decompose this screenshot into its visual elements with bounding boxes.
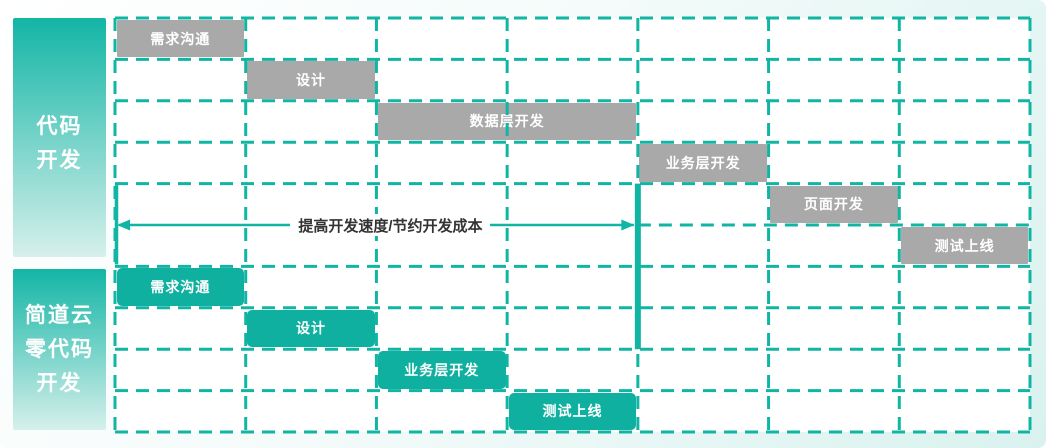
section-label-line: 零代码 <box>25 337 94 361</box>
task-bar: 测试上线 <box>900 227 1029 265</box>
task-bar: 需求沟通 <box>116 20 245 58</box>
section-label-zero-code-dev: 简道云零代码开发 <box>13 269 106 430</box>
task-bar-label: 设计 <box>296 320 327 337</box>
task-bar: 数据层开发 <box>377 102 637 141</box>
task-bar-label: 测试上线 <box>542 403 603 420</box>
task-bar-label: 业务层开发 <box>404 361 480 378</box>
task-bar-label: 设计 <box>296 72 327 89</box>
task-bar-label: 测试上线 <box>934 237 995 254</box>
section-label-code-dev: 代码开发 <box>13 18 106 257</box>
task-bar: 业务层开发 <box>639 144 768 182</box>
speed-annotation-text: 提高开发速度/节约开发成本 <box>298 217 483 235</box>
section-label-line: 开发 <box>36 148 83 172</box>
section-label-line: 开发 <box>36 371 83 395</box>
task-bar: 页面开发 <box>770 185 898 223</box>
task-bar-label: 页面开发 <box>803 196 864 213</box>
task-bar-label: 业务层开发 <box>665 154 741 171</box>
speed-annotation: 提高开发速度/节约开发成本 <box>290 214 491 236</box>
task-bar-label: 数据层开发 <box>469 113 545 130</box>
task-bar: 需求沟通 <box>116 268 245 306</box>
task-bar: 设计 <box>247 61 375 99</box>
task-bar-label: 需求沟通 <box>150 279 211 296</box>
task-bar: 业务层开发 <box>377 351 506 389</box>
task-bar: 测试上线 <box>508 392 637 430</box>
section-label-line: 代码 <box>36 114 83 138</box>
task-bar: 设计 <box>247 309 375 348</box>
section-label-line: 简道云 <box>25 303 94 327</box>
task-bar-label: 需求沟通 <box>150 30 211 47</box>
